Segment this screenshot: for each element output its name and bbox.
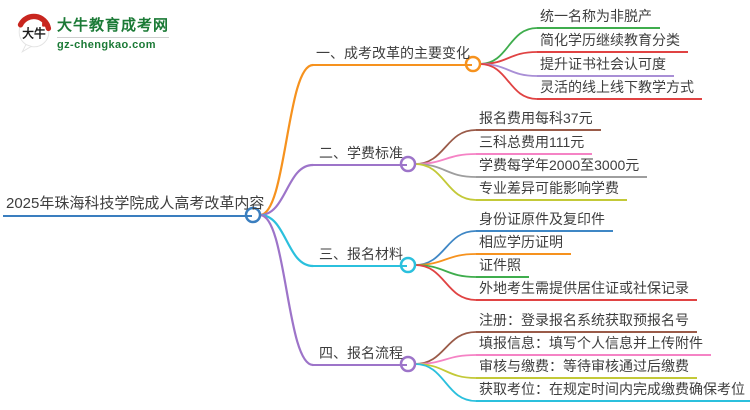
logo-domain: gz-chengkao.com xyxy=(57,38,156,51)
child-node: 提升证书社会认可度 xyxy=(537,54,674,77)
child-node: 填报信息：填写个人信息并上传附件 xyxy=(476,333,711,356)
logo-red-arc xyxy=(17,13,52,32)
site-logo[interactable]: 大牛 大牛教育成考网 gz-chengkao.com xyxy=(16,11,170,53)
branch-node: 一、成考改革的主要变化 xyxy=(313,43,472,66)
branch-child-link xyxy=(414,363,477,402)
child-node: 专业差异可能影响学费 xyxy=(476,178,627,201)
root-branch-link xyxy=(258,213,315,268)
child-node: 统一名称为非脱产 xyxy=(537,6,660,29)
speech-bubble-tail xyxy=(21,44,33,53)
branch-node: 二、学费标准 xyxy=(313,143,407,166)
root-branch-link xyxy=(258,163,315,217)
child-node: 身份证原件及复印件 xyxy=(476,209,613,232)
logo-title: 大牛教育成考网 xyxy=(57,16,170,34)
child-node: 获取考位：在规定时间内完成缴费确保考位 xyxy=(476,379,750,402)
daniu-logo-icon: 大牛 xyxy=(17,13,52,53)
child-node: 学费每学年2000至3000元 xyxy=(476,155,648,178)
branch-child-link xyxy=(414,163,477,201)
branch-node: 四、报名流程 xyxy=(313,343,407,366)
logo-divider xyxy=(57,36,170,38)
child-node: 三科总费用111元 xyxy=(476,132,593,155)
child-node: 审核与缴费：等待审核通过后缴费 xyxy=(476,356,697,379)
branch-node: 三、报名材料 xyxy=(313,244,407,267)
child-node: 证件照 xyxy=(476,255,529,278)
root-branch-link xyxy=(258,63,315,217)
child-node: 简化学历继续教育分类 xyxy=(537,30,688,53)
logo-icon-text: 大牛 xyxy=(22,26,46,40)
child-node: 注册：登录报名系统获取预报名号 xyxy=(476,310,697,333)
child-node: 外地考生需提供居住证或社保记录 xyxy=(476,278,697,301)
root-branch-link xyxy=(258,213,315,367)
child-node: 报名费用每科37元 xyxy=(476,108,601,131)
branch-child-link xyxy=(479,63,538,100)
child-node: 灵活的线上线下教学方式 xyxy=(537,77,702,100)
branch-child-link xyxy=(414,264,477,301)
child-node: 相应学历证明 xyxy=(476,232,571,255)
logo-seal xyxy=(42,22,47,27)
root-node: 2025年珠海科技学院成人高考改革内容 xyxy=(3,193,264,217)
